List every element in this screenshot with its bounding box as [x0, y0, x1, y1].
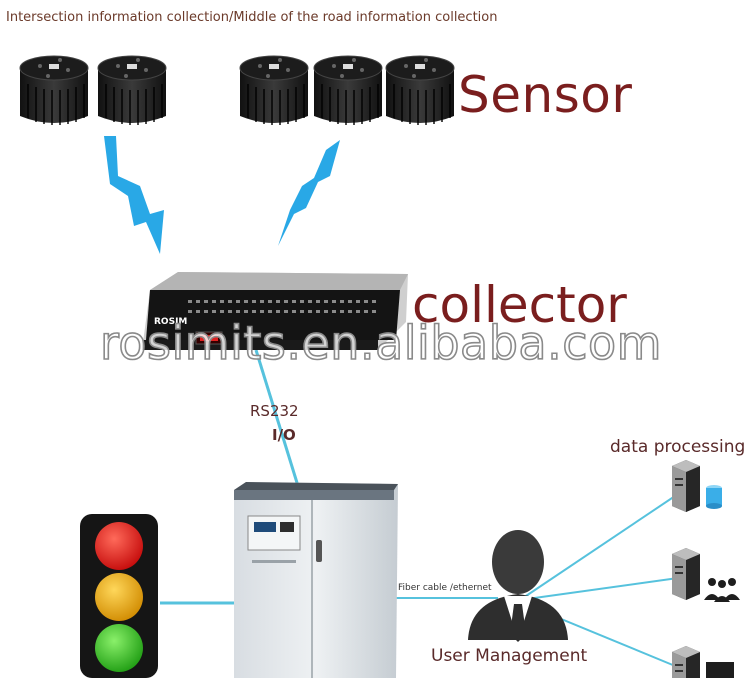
server-icon — [672, 460, 700, 512]
diagram-title: Intersection information collection/Midd… — [6, 10, 498, 25]
io-label: I/O — [272, 426, 296, 444]
user-management-label: User Management — [431, 646, 588, 666]
fiber-label: Fiber cable /ethernet — [398, 583, 492, 593]
sensor-icon — [313, 55, 383, 126]
rs232-label: RS232 — [250, 402, 299, 420]
collector-brand: ROSIM — [154, 317, 187, 327]
server-icon — [672, 646, 700, 678]
traffic-light-icon — [80, 514, 158, 678]
collector-device-icon: ROSIM — [142, 272, 408, 350]
sensor-icon — [97, 55, 167, 126]
sensor-icon — [19, 55, 89, 126]
collector-label: collector — [412, 276, 627, 334]
sensor-icon — [385, 55, 455, 126]
server-icon — [672, 548, 700, 600]
watermark: rosimits.en.alibaba.com — [99, 315, 662, 371]
control-cabinet-icon — [234, 482, 398, 678]
users-group-icon — [704, 578, 740, 602]
link-data-processing — [519, 493, 679, 601]
user-icon — [468, 530, 568, 642]
sensor-icon — [239, 55, 309, 126]
sensor-label: Sensor — [458, 66, 633, 124]
wireless-signal-icon — [278, 140, 340, 246]
rs232-link — [254, 349, 300, 487]
wireless-signal-icon — [104, 136, 164, 254]
link-users — [519, 577, 679, 601]
data-processing-label: data processing — [610, 437, 746, 457]
database-icon — [706, 485, 722, 509]
monitor-icon — [706, 662, 734, 678]
